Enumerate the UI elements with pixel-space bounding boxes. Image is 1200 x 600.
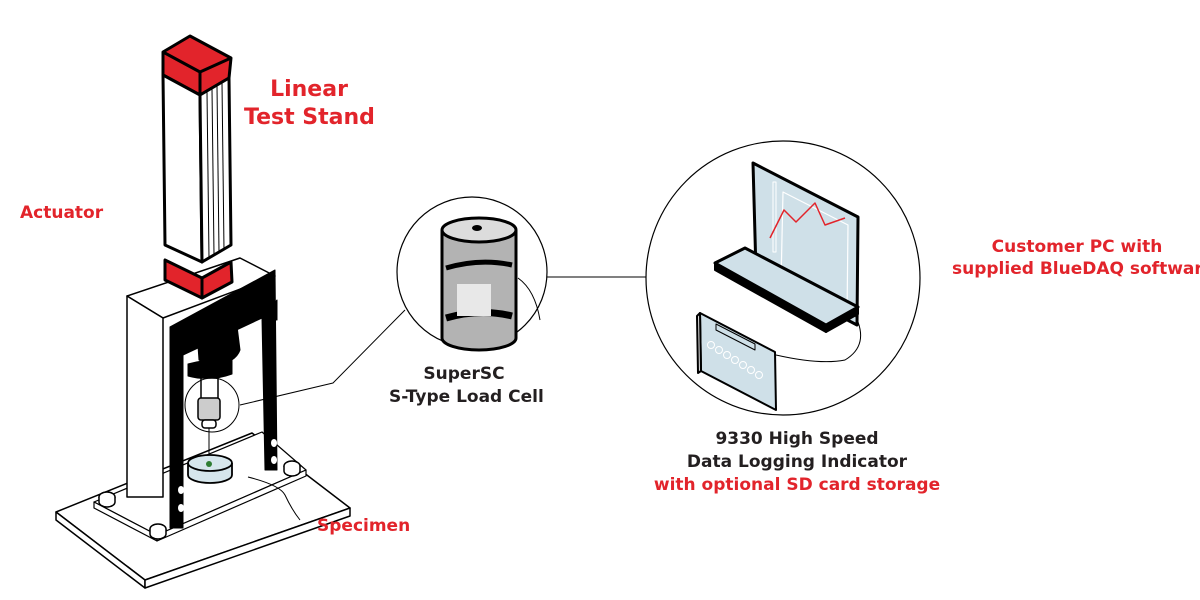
linear-test-stand-illustration — [55, 257, 406, 589]
indicator-label-line2: Data Logging Indicator — [686, 451, 908, 472]
specimen-cable — [247, 476, 301, 521]
load-cell-mounted — [184, 377, 240, 458]
laptop-icon — [713, 161, 860, 333]
specimen-label: Specimen — [317, 516, 411, 536]
zoom-circle — [184, 377, 240, 433]
load-cell-label: SuperSC S-Type Load Cell — [389, 363, 544, 409]
customer-pc-label-line1: Customer PC with — [991, 237, 1163, 257]
load-cell-label-line2: S-Type Load Cell — [389, 386, 544, 407]
actuator-illustration — [161, 34, 234, 300]
c-frame — [169, 269, 278, 529]
specimen-illustration — [187, 454, 233, 484]
indicator-label: 9330 High Speed Data Logging Indicator w… — [632, 428, 962, 497]
load-cell-label-line1: SuperSC — [423, 364, 505, 384]
test-stand-label: Linear Test Stand — [244, 76, 375, 131]
indicator-to-pc-cable — [775, 314, 862, 363]
load-cell-callout — [396, 196, 652, 352]
indicator-buttons — [707, 341, 763, 379]
load-cell-leader-line — [239, 309, 406, 406]
indicator-label-line1: 9330 High Speed — [715, 429, 879, 449]
indicator-device-icon — [696, 312, 862, 411]
test-stand-label-line1: Linear — [270, 77, 348, 102]
pc-callout — [645, 140, 921, 416]
s-type-load-cell-icon — [440, 216, 541, 352]
customer-pc-label-line2: supplied BlueDAQ software — [952, 259, 1200, 280]
frame-holes — [178, 439, 277, 512]
indicator-label-line3: with optional SD card storage — [653, 474, 941, 495]
bolt-icons — [98, 460, 301, 540]
customer-pc-label: Customer PC with supplied BlueDAQ softwa… — [952, 236, 1200, 280]
actuator-label: Actuator — [20, 203, 104, 223]
test-stand-label-line2: Test Stand — [244, 104, 375, 130]
